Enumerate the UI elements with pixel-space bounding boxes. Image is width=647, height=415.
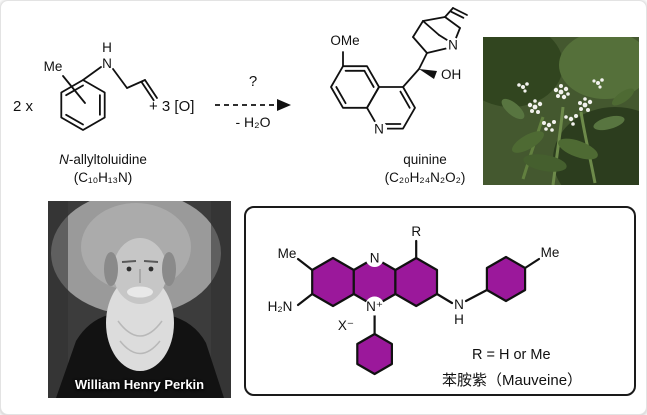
reactant-coefficient: 2 x	[13, 98, 34, 115]
mauveine-panel: N N⁺ Me H₂N R X⁻ N H Me R = H or Me 苯胺紫（…	[244, 206, 636, 396]
reactant-name: N-allyltoluidine (C₁₀H₁₃N)	[19, 151, 187, 186]
mauveine-nh-n-label: N	[454, 297, 464, 312]
reactant-name-prefix: N	[59, 152, 69, 167]
reactant-name-rest: -allyltoluidine	[68, 152, 147, 167]
methoxy-label: OMe	[330, 33, 359, 48]
r-definition: R = H or Me	[472, 347, 551, 363]
mauveine-r-label: R	[411, 224, 421, 239]
arrow-byproduct: - H₂O	[235, 114, 271, 130]
phenazine-n-plus-label: N⁺	[366, 299, 383, 314]
product-formula: (C₂₀H₂₄N₂O₂)	[384, 169, 466, 185]
quinuclidine-n-label: N	[448, 38, 458, 53]
quinoline-benzo-ring	[330, 65, 380, 109]
mauveine-methyl-left-label: Me	[278, 246, 297, 261]
allyl-bond-2	[126, 79, 146, 89]
phenazine-n-top-label: N	[370, 251, 380, 266]
plant-photo	[483, 37, 639, 185]
beard	[106, 275, 174, 371]
allyl-bond-1	[112, 68, 128, 89]
mauveine-name: 苯胺紫（Mauveine）	[442, 372, 583, 389]
white-flower-clusters	[517, 78, 604, 132]
methyl-label: Me	[44, 59, 63, 74]
reaction-arrow	[215, 99, 291, 111]
phenazine-ring-right	[394, 256, 439, 308]
amine-n-label: N	[102, 56, 112, 71]
amine-h-label: H	[102, 41, 112, 55]
mauveine-counterion-label: X⁻	[338, 318, 354, 333]
perkin-caption: William Henry Perkin	[74, 377, 205, 392]
product-name: quinine (C₂₀H₂₄N₂O₂)	[357, 151, 493, 186]
hydroxyl-label: OH	[441, 67, 461, 82]
quinine-structure: N OMe OH N	[330, 7, 468, 137]
methyl-bond	[62, 75, 86, 104]
n-phenyl-ring	[356, 332, 393, 376]
arrowhead	[277, 99, 291, 111]
quinuclidine-cage: N	[412, 16, 461, 54]
perkin-portrait-art	[48, 191, 231, 398]
oxidant-term: + 3 [O]	[149, 98, 195, 115]
arrow-question: ?	[248, 73, 258, 90]
perkin-photo: William Henry Perkin	[48, 191, 231, 398]
reactant-structure: Me N H	[44, 41, 158, 131]
reactant-formula: (C₁₀H₁₃N)	[73, 169, 133, 185]
phenazine-ring-left	[311, 256, 355, 308]
vinyl-double-bond	[144, 79, 158, 99]
benzene-ring	[60, 79, 106, 131]
mauveine-methyl-right-label: Me	[541, 245, 560, 260]
oh-wedge-bond	[419, 69, 437, 79]
product-name-text: quinine	[403, 152, 447, 167]
vinyl-group	[444, 7, 468, 19]
mauveine-nh-h-label: H	[454, 312, 464, 327]
mauveine-structure: N N⁺ Me H₂N R X⁻ N H Me	[268, 224, 560, 376]
tolyl-ring	[485, 255, 527, 303]
quinoline-n-label: N	[374, 122, 384, 137]
mauveine-amino-label: H₂N	[268, 299, 293, 314]
